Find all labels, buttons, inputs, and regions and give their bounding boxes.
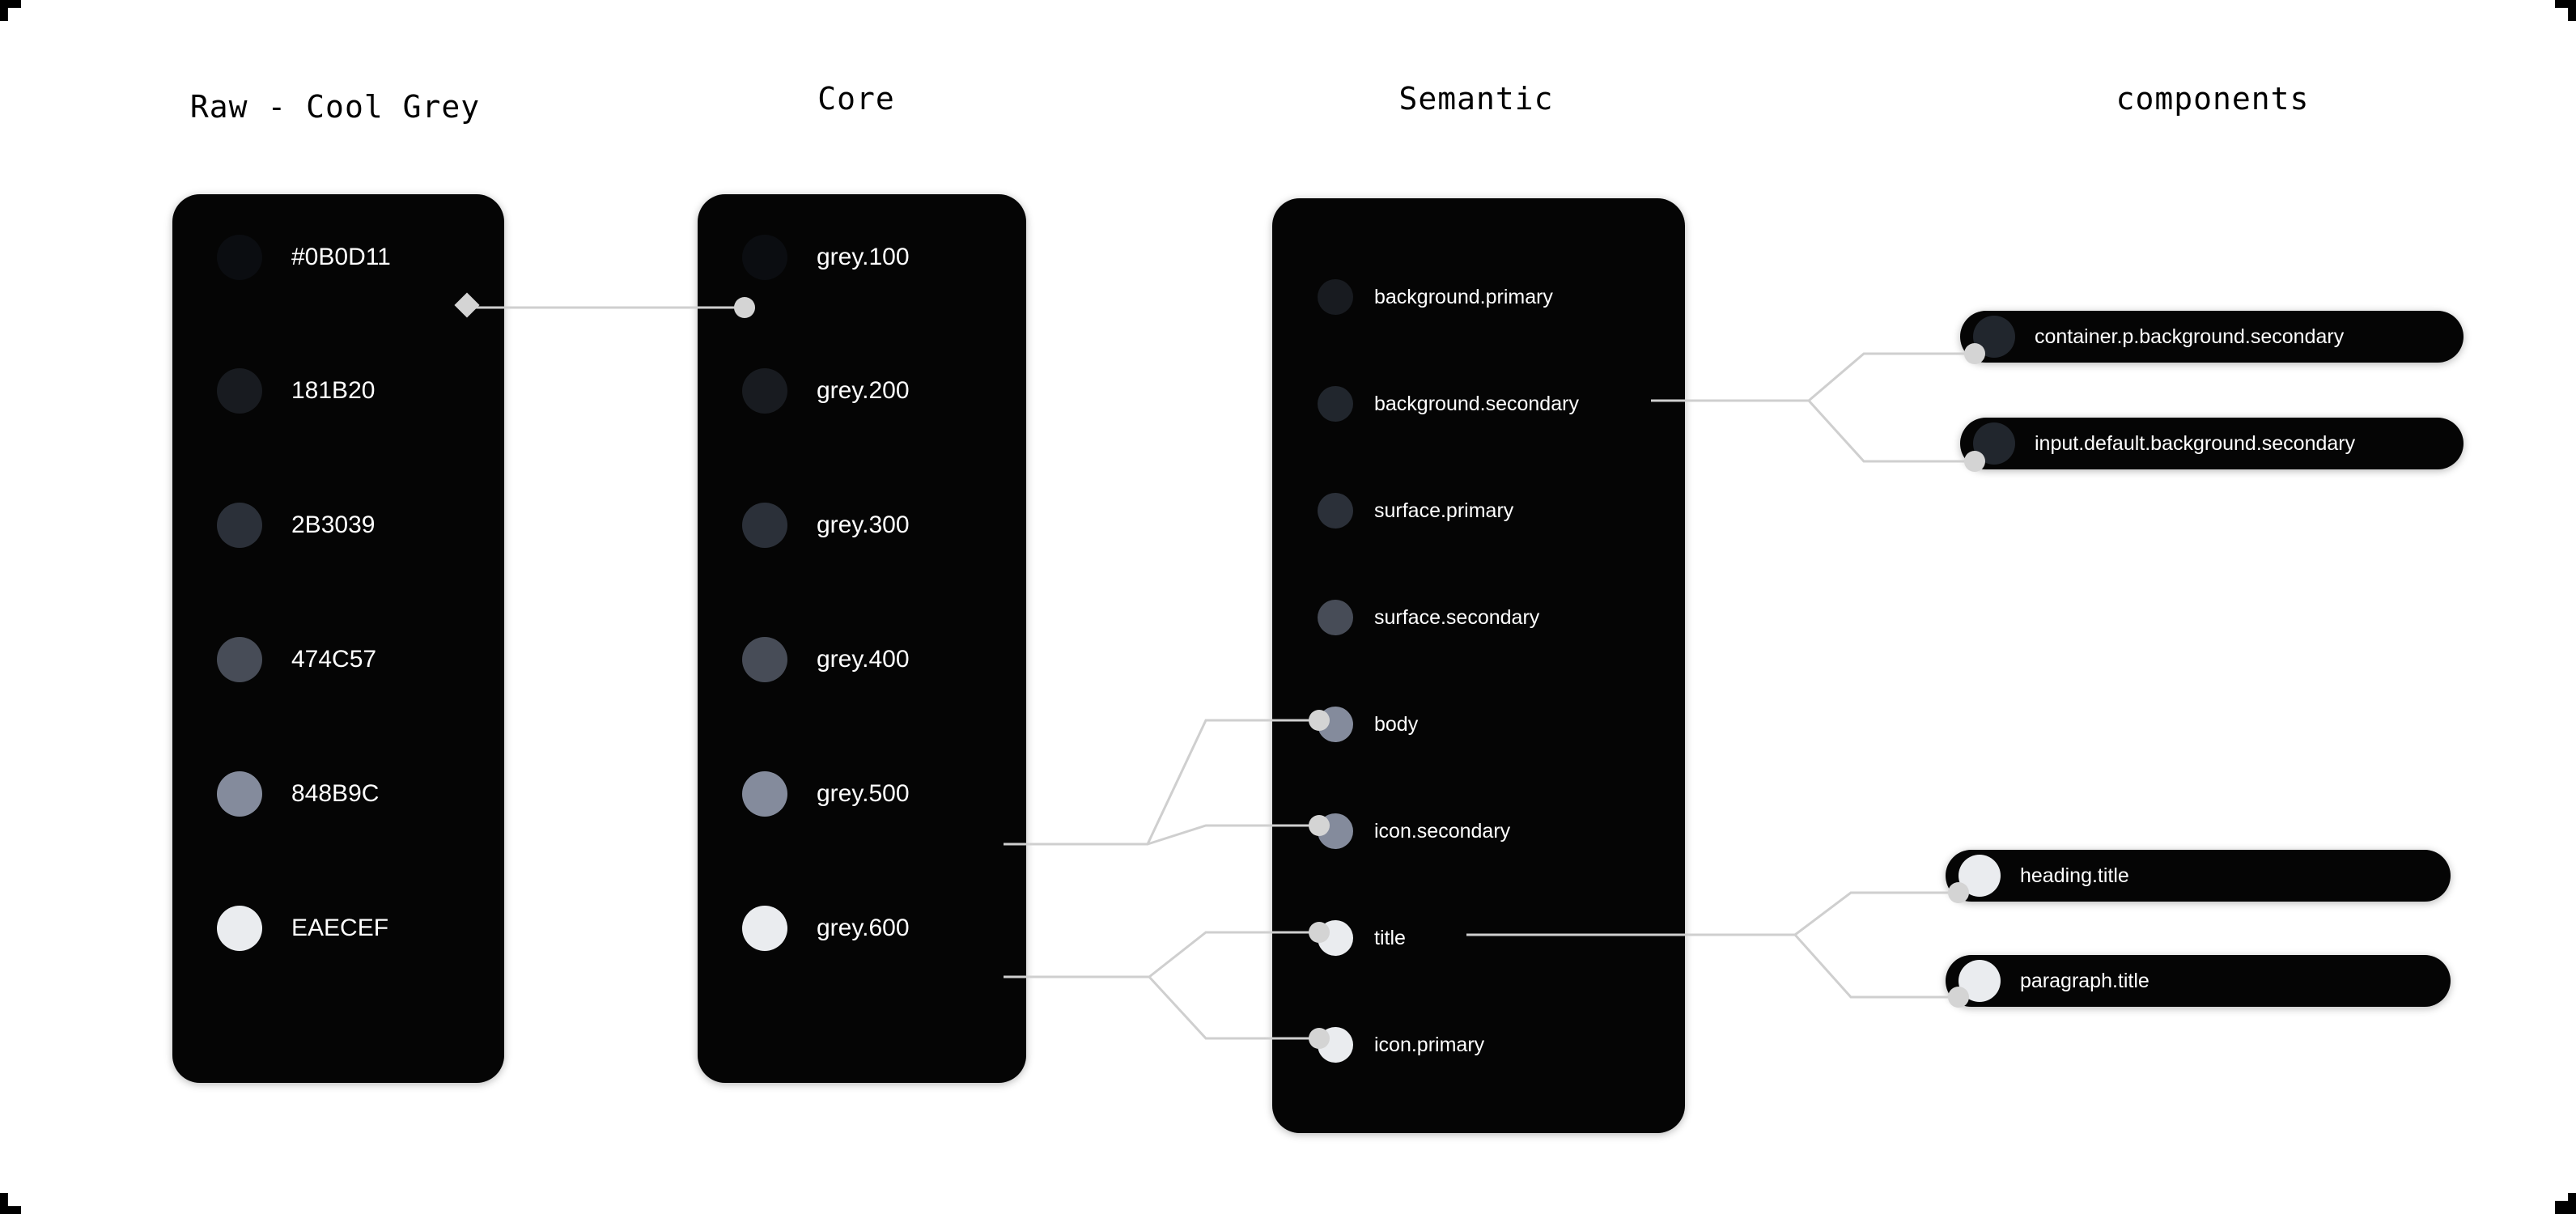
- column-header-core: Core: [817, 81, 895, 117]
- token-row[interactable]: background.primary: [1318, 279, 1553, 315]
- token-row[interactable]: body: [1318, 707, 1418, 742]
- color-swatch: [1318, 386, 1353, 422]
- token-label: surface.secondary: [1374, 605, 1540, 629]
- color-swatch: [217, 906, 262, 951]
- component-pill[interactable]: container.p.background.secondary: [1960, 311, 2464, 363]
- token-row[interactable]: surface.secondary: [1318, 600, 1539, 635]
- token-row[interactable]: grey.200: [742, 368, 910, 414]
- token-row[interactable]: 474C57: [217, 637, 376, 682]
- corner-mark-top-left: [0, 0, 21, 21]
- token-label: EAECEF: [291, 915, 389, 941]
- token-label: grey.300: [817, 511, 910, 538]
- color-swatch: [217, 503, 262, 548]
- token-label: grey.400: [817, 646, 910, 673]
- color-swatch: [742, 906, 787, 951]
- component-pill[interactable]: heading.title: [1946, 850, 2451, 902]
- column-header-raw: Raw - Cool Grey: [189, 89, 481, 125]
- token-row[interactable]: grey.600: [742, 906, 910, 951]
- token-label: 474C57: [291, 646, 377, 673]
- color-swatch: [217, 771, 262, 817]
- color-swatch: [742, 235, 787, 280]
- token-row[interactable]: 848B9C: [217, 771, 379, 817]
- color-swatch: [742, 368, 787, 414]
- token-label: grey.200: [817, 377, 910, 404]
- color-swatch: [1318, 813, 1353, 849]
- token-label: grey.500: [817, 780, 910, 807]
- token-row[interactable]: #0B0D11: [217, 235, 391, 280]
- corner-mark-top-right: [2555, 0, 2576, 21]
- color-swatch: [1318, 920, 1353, 956]
- token-row[interactable]: title: [1318, 920, 1406, 956]
- color-swatch: [217, 637, 262, 682]
- token-row[interactable]: grey.300: [742, 503, 910, 548]
- token-label: 2B3039: [291, 511, 376, 538]
- color-swatch: [1973, 422, 2015, 465]
- token-label: icon.primary: [1374, 1033, 1485, 1056]
- token-label: title: [1374, 926, 1406, 949]
- color-swatch: [1973, 316, 2015, 358]
- component-pill[interactable]: input.default.background.secondary: [1960, 418, 2464, 469]
- token-label: container.p.background.secondary: [2035, 325, 2345, 348]
- token-label: paragraph.title: [2020, 969, 2149, 992]
- color-swatch: [217, 235, 262, 280]
- panel-semantic: background.primary background.secondary …: [1272, 198, 1685, 1133]
- color-swatch: [1318, 1027, 1353, 1063]
- token-label: grey.100: [817, 244, 910, 270]
- token-row[interactable]: grey.400: [742, 637, 910, 682]
- token-row[interactable]: EAECEF: [217, 906, 388, 951]
- corner-mark-bottom-right: [2555, 1193, 2576, 1214]
- token-row[interactable]: icon.secondary: [1318, 813, 1510, 849]
- token-row[interactable]: 2B3039: [217, 503, 375, 548]
- token-row[interactable]: grey.500: [742, 771, 910, 817]
- token-label: surface.primary: [1374, 499, 1514, 522]
- color-swatch: [742, 771, 787, 817]
- token-label: background.primary: [1374, 285, 1553, 308]
- token-row[interactable]: icon.primary: [1318, 1027, 1484, 1063]
- token-row[interactable]: background.secondary: [1318, 386, 1579, 422]
- column-header-components: components: [2116, 81, 2310, 117]
- color-swatch: [1318, 493, 1353, 528]
- color-swatch: [742, 637, 787, 682]
- panel-core: grey.100 grey.200 grey.300 grey.400 grey…: [698, 194, 1026, 1083]
- column-header-semantic: Semantic: [1398, 81, 1554, 117]
- color-swatch: [1318, 279, 1353, 315]
- token-label: input.default.background.secondary: [2035, 431, 2356, 455]
- token-label: grey.600: [817, 915, 910, 941]
- token-label: 848B9C: [291, 780, 380, 807]
- color-swatch: [1318, 600, 1353, 635]
- token-label: #0B0D11: [291, 244, 391, 270]
- token-label: icon.secondary: [1374, 819, 1511, 843]
- color-swatch: [1959, 855, 2001, 897]
- token-label: background.secondary: [1374, 392, 1579, 415]
- color-swatch: [1318, 707, 1353, 742]
- token-row[interactable]: 181B20: [217, 368, 375, 414]
- token-row[interactable]: grey.100: [742, 235, 910, 280]
- color-swatch: [742, 503, 787, 548]
- wire-semantic-to-paragraph: [1793, 933, 1959, 999]
- color-swatch: [217, 368, 262, 414]
- color-swatch: [1959, 960, 2001, 1002]
- token-label: body: [1374, 712, 1419, 736]
- wire-semantic-to-container: [1651, 352, 1975, 402]
- component-pill[interactable]: paragraph.title: [1946, 955, 2451, 1007]
- token-label: 181B20: [291, 377, 376, 404]
- token-row[interactable]: surface.primary: [1318, 493, 1513, 528]
- corner-mark-bottom-left: [0, 1193, 21, 1214]
- panel-raw: #0B0D11 181B20 2B3039 474C57 848B9C EAEC…: [172, 194, 504, 1083]
- wire-semantic-to-input: [1807, 399, 1975, 463]
- token-label: heading.title: [2020, 864, 2129, 887]
